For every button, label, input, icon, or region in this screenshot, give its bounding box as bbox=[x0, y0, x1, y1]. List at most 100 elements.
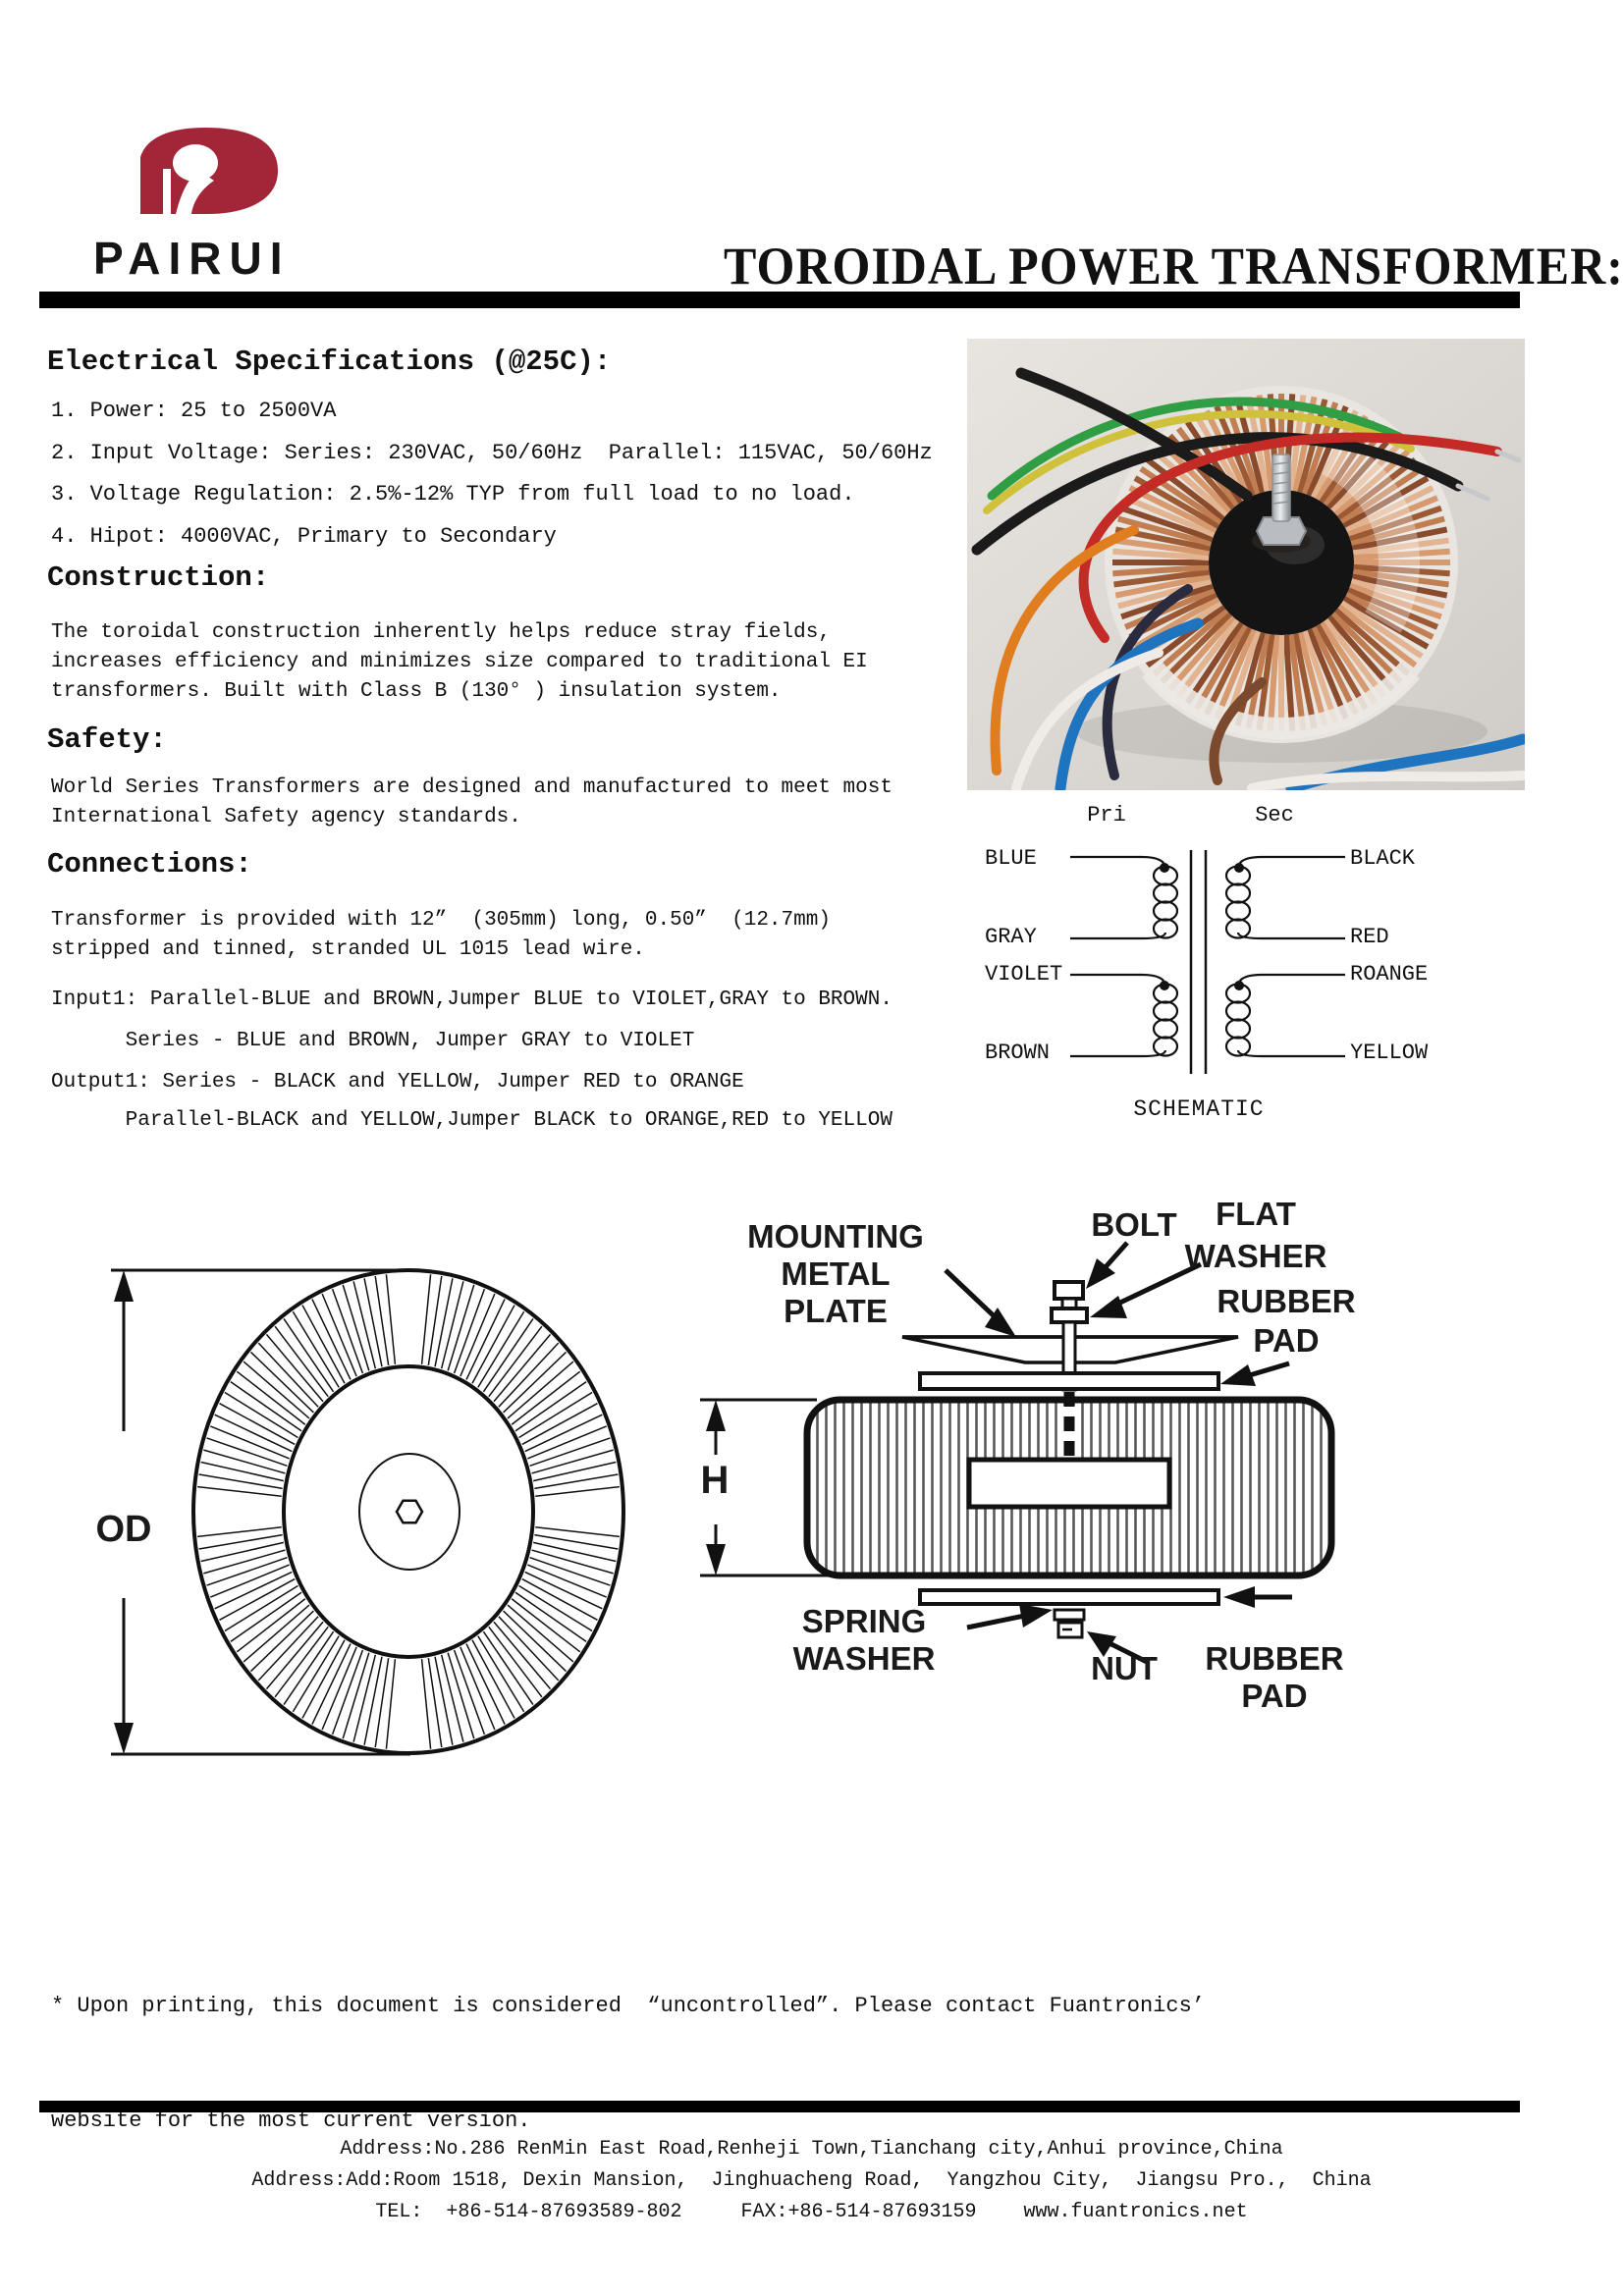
rubber-pad-top-part bbox=[918, 1371, 1220, 1391]
wire-label-yellow: YELLOW bbox=[1350, 1041, 1429, 1065]
schematic-caption: SCHEMATIC bbox=[1133, 1096, 1265, 1122]
logo-tail-gap bbox=[176, 171, 214, 214]
spring-washer-label-line: SPRING bbox=[801, 1603, 927, 1639]
mounting-cross-section-drawing bbox=[700, 1241, 1335, 1665]
page-title: TOROIDAL POWER TRANSFORMER: bbox=[724, 236, 1623, 295]
white-wire bbox=[1247, 771, 1525, 790]
header-rule bbox=[39, 292, 1520, 308]
spring-washer-label-line: WASHER bbox=[792, 1640, 936, 1677]
bolt-head bbox=[1053, 1280, 1085, 1301]
footer-address-2: Address:Add:Room 1518, Dexin Mansion, Ji… bbox=[251, 2169, 1372, 2192]
mounting-plate-label-line: MOUNTING bbox=[747, 1218, 924, 1255]
white-wire bbox=[1011, 648, 1163, 790]
brown-wire bbox=[1209, 677, 1267, 785]
spring-washer-part bbox=[1053, 1608, 1086, 1622]
schematic-sec-label: Sec bbox=[1255, 803, 1294, 828]
flat-washer-part bbox=[1050, 1307, 1089, 1324]
bolt-hex-flange bbox=[1255, 516, 1308, 546]
construction-heading: Construction: bbox=[47, 561, 270, 594]
construction-line: increases efficiency and minimizes size … bbox=[51, 651, 868, 673]
electrical-item: 3. Voltage Regulation: 2.5%-12% TYP from… bbox=[51, 482, 855, 507]
connections-heading: Connections: bbox=[47, 848, 252, 881]
red-wire bbox=[1078, 432, 1502, 643]
electrical-heading: Electrical Specifications (@25C): bbox=[47, 346, 612, 378]
core-window bbox=[966, 1457, 1172, 1510]
transformer-photo-svg bbox=[967, 339, 1525, 790]
dim-arrow-up bbox=[114, 1270, 134, 1302]
wire-label-brown: BROWN bbox=[985, 1041, 1051, 1065]
footer-rule bbox=[39, 2101, 1520, 2112]
green-wire bbox=[987, 397, 1404, 501]
electrical-item: 2. Input Voltage: Series: 230VAC, 50/60H… bbox=[51, 441, 933, 465]
schematic-diagram bbox=[1070, 850, 1345, 1074]
footnote-line: website for the most current version. bbox=[51, 2109, 531, 2133]
mounting-plate-label: MOUNTING METAL PLATE bbox=[728, 1218, 944, 1330]
rubber-pad-label-line: RUBBER bbox=[1205, 1640, 1344, 1677]
bolt-label: BOLT bbox=[1091, 1206, 1177, 1243]
mounting-plate-label-line: METAL bbox=[781, 1255, 891, 1292]
black-wire bbox=[971, 432, 1464, 556]
toroid-top-view-drawing bbox=[111, 1268, 625, 1756]
dim-arrow-up bbox=[706, 1400, 726, 1431]
spring-washer-label: SPRING WASHER bbox=[776, 1603, 952, 1678]
construction-line: The toroidal construction inherently hel… bbox=[51, 621, 831, 644]
callout-arrowheads bbox=[985, 1258, 1256, 1657]
wire-label-roange: ROANGE bbox=[1350, 962, 1429, 987]
connections-detail-line: Series - BLUE and BROWN, Jumper GRAY to … bbox=[51, 1030, 695, 1052]
wire-label-red: RED bbox=[1350, 925, 1389, 949]
toroidal-transformer-photo bbox=[967, 339, 1525, 790]
rubber-pad-label-line: PAD bbox=[1241, 1678, 1308, 1714]
footer-contact: TEL: +86-514-87693589-802 FAX:+86-514-87… bbox=[375, 2201, 1248, 2223]
wire-label-blue: BLUE bbox=[985, 846, 1037, 871]
safety-line: International Safety agency standards. bbox=[51, 806, 521, 828]
connections-intro-line: stripped and tinned, stranded UL 1015 le… bbox=[51, 938, 645, 961]
wire-label-violet: VIOLET bbox=[985, 962, 1063, 987]
pairui-logo-icon bbox=[131, 128, 278, 214]
lead-wires bbox=[971, 367, 1525, 790]
orange-wire bbox=[990, 525, 1139, 775]
safety-line: World Series Transformers are designed a… bbox=[51, 776, 893, 799]
flat-washer-label: FLAT WASHER bbox=[1166, 1193, 1345, 1277]
rubber-pad-label-line: PAD bbox=[1253, 1322, 1320, 1359]
tinned-tip bbox=[1455, 483, 1490, 502]
rubber-pad-bottom-label: RUBBER PAD bbox=[1186, 1640, 1363, 1715]
rubber-pad-label-line: RUBBER bbox=[1217, 1283, 1356, 1319]
pairui-logo-svg bbox=[140, 128, 278, 214]
construction-line: transformers. Built with Class B (130° )… bbox=[51, 680, 782, 703]
flat-washer-label-line: WASHER bbox=[1184, 1238, 1327, 1274]
center-hub bbox=[1209, 490, 1354, 635]
electrical-item: 1. Power: 25 to 2500VA bbox=[51, 399, 337, 423]
flat-washer-label-line: FLAT bbox=[1216, 1196, 1296, 1232]
dim-arrow-down bbox=[114, 1723, 134, 1754]
tinned-tip bbox=[1494, 449, 1522, 463]
rubber-pad-bottom-part bbox=[918, 1588, 1220, 1606]
center-nut-hex bbox=[395, 1499, 424, 1524]
schematic-pri-label: Pri bbox=[1087, 803, 1126, 828]
connections-detail-line: Output1: Series - BLACK and YELLOW, Jump… bbox=[51, 1071, 744, 1094]
od-dimension-label: OD bbox=[95, 1509, 152, 1550]
winding-hatch bbox=[197, 1274, 620, 1749]
bolt-threads bbox=[1272, 461, 1290, 505]
footnote-line: * Upon printing, this document is consid… bbox=[51, 1994, 1205, 2018]
polarity-dots bbox=[1160, 863, 1244, 990]
brand-name: PAIRUI bbox=[93, 233, 291, 284]
blue-wire bbox=[1055, 617, 1204, 790]
safety-heading: Safety: bbox=[47, 723, 167, 756]
wire-label-black: BLACK bbox=[1350, 846, 1416, 871]
black-wire bbox=[1015, 367, 1253, 502]
logo-counter bbox=[173, 144, 218, 182]
rubber-pad-top-label: RUBBER PAD bbox=[1198, 1282, 1375, 1361]
logo-stem-gap bbox=[163, 169, 171, 214]
mounting-plate-label-line: PLATE bbox=[784, 1293, 888, 1329]
bolt-shaft bbox=[1271, 454, 1291, 522]
uncontrolled-footnote: * Upon printing, this document is consid… bbox=[51, 1910, 1205, 2216]
h-dimension-label: H bbox=[700, 1459, 730, 1502]
dim-arrow-down bbox=[706, 1544, 726, 1575]
wire-label-gray: GRAY bbox=[985, 925, 1037, 949]
yellow-green-wire bbox=[983, 409, 1415, 514]
connections-intro-line: Transformer is provided with 12” (305mm)… bbox=[51, 909, 831, 932]
connections-detail-line: Input1: Parallel-BLUE and BROWN,Jumper B… bbox=[51, 988, 893, 1011]
connections-detail-line: Parallel-BLACK and YELLOW,Jumper BLACK t… bbox=[51, 1109, 893, 1132]
